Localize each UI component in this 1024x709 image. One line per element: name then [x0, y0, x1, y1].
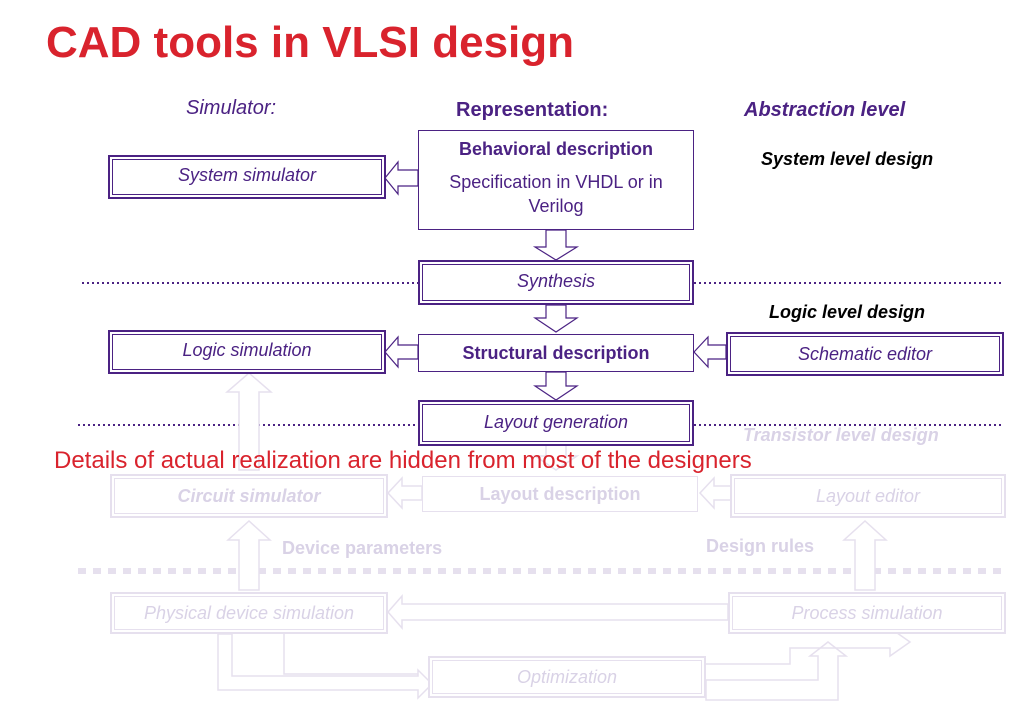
layout-generation-box: Layout generation [418, 400, 694, 446]
logic-level-label: Logic level design [769, 302, 926, 322]
left-arrow-faded [698, 476, 733, 510]
representation-header: Representation: [456, 99, 609, 121]
left-arrow-faded [386, 476, 423, 510]
layout-editor-box: Layout editor [730, 474, 1006, 518]
left-arrow-faded [387, 594, 729, 630]
abstraction-header: Abstraction level [744, 99, 906, 121]
process-simulation-label: Process simulation [791, 602, 943, 623]
circuit-simulator-box: Circuit simulator [110, 474, 388, 518]
schematic-editor-box: Schematic editor [726, 332, 1004, 376]
layout-description-box: Layout description [422, 476, 698, 512]
left-arrow [384, 160, 419, 196]
schematic-editor-label: Schematic editor [797, 343, 933, 364]
layout-description-label: Layout description [479, 483, 641, 504]
left-arrow [384, 335, 419, 369]
connector-faded [283, 634, 418, 675]
process-simulation-box: Process simulation [728, 592, 1006, 634]
layout-editor-label: Layout editor [815, 485, 921, 506]
transistor-level-label: Transistor level design [743, 425, 939, 445]
up-arrow-faded [224, 372, 274, 471]
behavioral-title: Behavioral description [458, 139, 654, 159]
behavioral-description-box: Behavioral description Specification in … [418, 130, 694, 230]
optimization-label: Optimization [516, 666, 618, 687]
logic-simulation-label: Logic simulation [182, 340, 312, 360]
behavioral-text: Specification in VHDL or in Verilog [449, 172, 663, 216]
structural-description-box: Structural description [418, 334, 694, 372]
right-arrow-faded [217, 633, 434, 700]
footnote-text: Details of actual realization are hidden… [54, 447, 752, 474]
left-arrow [693, 335, 727, 369]
circuit-simulator-label: Circuit simulator [177, 485, 321, 506]
design-rules-label: Design rules [706, 536, 815, 556]
simulator-header: Simulator: [186, 97, 277, 119]
system-level-label: System level design [761, 149, 934, 169]
up-arrow-faded [705, 641, 849, 701]
device-parameters-label: Device parameters [282, 538, 443, 558]
optimization-box: Optimization [428, 656, 706, 698]
physical-device-simulation-box: Physical device simulation [110, 592, 388, 634]
slide-title: CAD tools in VLSI design [46, 18, 575, 67]
layout-generation-label: Layout generation [483, 412, 629, 432]
down-arrow [532, 229, 580, 261]
system-simulator-label: System simulator [177, 165, 317, 185]
down-arrow [533, 304, 579, 333]
logic-simulation-box: Logic simulation [108, 330, 386, 374]
physical-device-simulation-label: Physical device simulation [143, 602, 355, 623]
down-arrow [533, 371, 579, 401]
synthesis-label: Synthesis [516, 271, 596, 291]
structural-description-label: Structural description [462, 342, 650, 363]
system-simulator-box: System simulator [108, 155, 386, 199]
up-arrow-faded [842, 519, 888, 591]
up-arrow-faded [226, 519, 272, 591]
synthesis-box: Synthesis [418, 260, 694, 305]
